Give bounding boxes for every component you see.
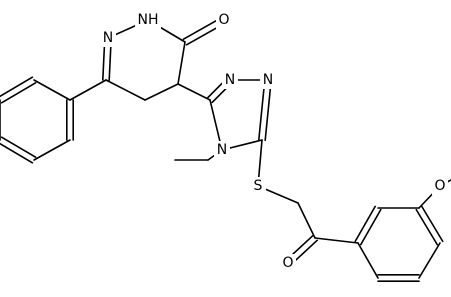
single-bond: [418, 242, 441, 279]
atom-n-triazole-2: N: [260, 71, 276, 89]
atom-o-carbonyl-label: O: [218, 12, 229, 28]
atom-o-methoxy-label: O: [434, 178, 445, 194]
atom-n-triazole-2-label: N: [263, 72, 273, 88]
atom-s-thioether-label: S: [254, 178, 263, 194]
atom-nh: NH: [135, 11, 161, 29]
atom-nh-label: NH: [138, 12, 159, 28]
single-bond: [357, 242, 379, 279]
atom-n-triazole-ethyl: N: [214, 141, 230, 159]
double-bond: [415, 208, 439, 246]
double-bond: [0, 142, 34, 164]
double-bond: [264, 79, 272, 142]
atom-n-pyridazine: N: [100, 29, 116, 47]
double-bond: [0, 136, 37, 159]
single-bond: [314, 237, 359, 244]
double-bond: [182, 16, 224, 41]
double-bond: [420, 205, 444, 243]
double-bond: [0, 76, 34, 98]
single-bond: [177, 41, 186, 85]
double-bond: [258, 78, 266, 141]
double-bond: [0, 81, 37, 104]
single-bond: [33, 79, 71, 101]
atom-labels: NH O N N N N S O O: [100, 11, 448, 272]
single-bond: [177, 83, 211, 101]
double-bond: [354, 205, 377, 243]
single-bond: [144, 83, 179, 101]
atom-n-triazole-1-label: N: [225, 72, 235, 88]
double-bond: [359, 208, 382, 246]
atom-o-ketone-label: O: [282, 255, 293, 271]
atom-n-pyridazine-label: N: [103, 30, 113, 46]
atom-n-triazole-1: N: [222, 71, 238, 89]
atom-o-ketone: O: [280, 254, 296, 272]
single-bond: [297, 202, 316, 239]
single-bond: [105, 79, 146, 101]
bond-lines: [0, 16, 451, 283]
atom-o-carbonyl: O: [216, 11, 232, 29]
atom-s-thioether: S: [250, 177, 266, 195]
single-bond: [69, 79, 107, 101]
single-bond: [33, 139, 71, 161]
atom-o-methoxy: O: [432, 177, 448, 195]
atom-n-triazole-ethyl-label: N: [217, 142, 227, 158]
